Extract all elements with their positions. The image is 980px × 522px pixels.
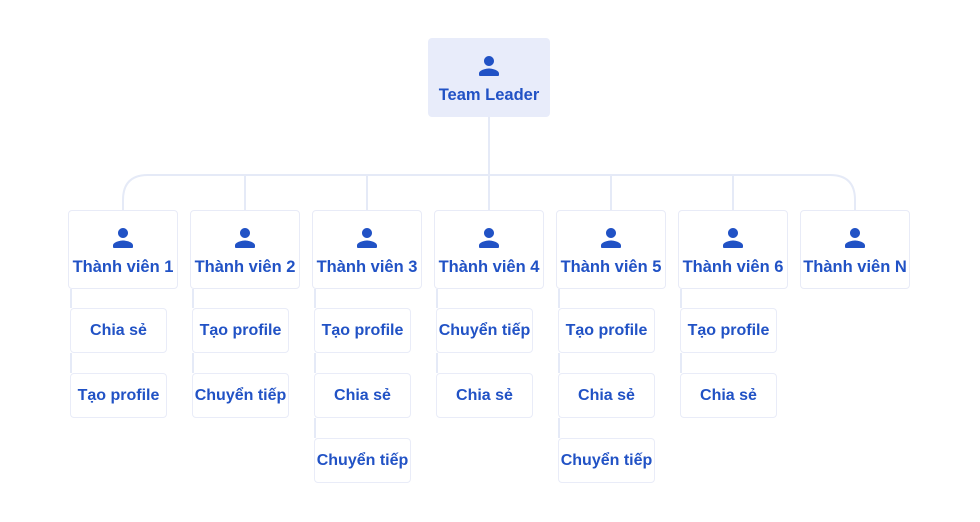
member-label: Thành viên 1: [72, 257, 174, 276]
org-node-member[interactable]: Thành viên 1: [68, 210, 178, 289]
org-node-member[interactable]: Thành viên 5: [556, 210, 666, 289]
action-node[interactable]: Chia sẻ: [314, 373, 411, 418]
action-node[interactable]: Chuyển tiếp: [314, 438, 411, 483]
action-node[interactable]: Tạo profile: [558, 308, 655, 353]
team-leader-label: Team Leader: [438, 85, 540, 104]
action-label: Chuyển tiếp: [194, 386, 287, 404]
action-node[interactable]: Chia sẻ: [680, 373, 777, 418]
action-label: Tạo profile: [687, 321, 770, 339]
member-label: Thành viên 6: [682, 257, 784, 276]
person-icon: [235, 227, 255, 248]
action-label: Tạo profile: [321, 321, 404, 339]
action-node[interactable]: Chia sẻ: [70, 308, 167, 353]
person-icon: [723, 227, 743, 248]
person-icon: [601, 227, 621, 248]
action-label: Chuyển tiếp: [560, 451, 653, 469]
member-label: Thành viên 4: [438, 257, 540, 276]
person-icon: [113, 227, 133, 248]
org-node-member[interactable]: Thành viên 6: [678, 210, 788, 289]
action-label: Chuyển tiếp: [316, 451, 409, 469]
member-label: Thành viên 2: [194, 257, 296, 276]
action-node[interactable]: Tạo profile: [314, 308, 411, 353]
action-label: Tạo profile: [565, 321, 648, 339]
person-icon: [845, 227, 865, 248]
action-node[interactable]: Chuyển tiếp: [192, 373, 289, 418]
org-node-member[interactable]: Thành viên 3: [312, 210, 422, 289]
action-node[interactable]: Tạo profile: [192, 308, 289, 353]
action-label: Tạo profile: [77, 386, 160, 404]
person-icon: [357, 227, 377, 248]
action-label: Chia sẻ: [578, 386, 635, 404]
person-icon: [479, 227, 499, 248]
action-node[interactable]: Chuyển tiếp: [558, 438, 655, 483]
member-label: Thành viên 3: [316, 257, 418, 276]
action-label: Chia sẻ: [456, 386, 513, 404]
action-node[interactable]: Chia sẻ: [436, 373, 533, 418]
person-icon: [479, 55, 499, 76]
org-node-member[interactable]: Thành viên 2: [190, 210, 300, 289]
action-label: Chia sẻ: [334, 386, 391, 404]
action-label: Chia sẻ: [700, 386, 757, 404]
action-label: Tạo profile: [199, 321, 282, 339]
action-label: Chuyển tiếp: [438, 321, 531, 339]
member-label: Thành viên N: [803, 257, 907, 276]
member-label: Thành viên 5: [560, 257, 662, 276]
action-node[interactable]: Tạo profile: [680, 308, 777, 353]
action-label: Chia sẻ: [90, 321, 147, 339]
action-node[interactable]: Tạo profile: [70, 373, 167, 418]
org-node-member[interactable]: Thành viên N: [800, 210, 910, 289]
org-node-team-leader[interactable]: Team Leader: [428, 38, 550, 117]
action-node[interactable]: Chia sẻ: [558, 373, 655, 418]
org-node-member[interactable]: Thành viên 4: [434, 210, 544, 289]
action-node[interactable]: Chuyển tiếp: [436, 308, 533, 353]
